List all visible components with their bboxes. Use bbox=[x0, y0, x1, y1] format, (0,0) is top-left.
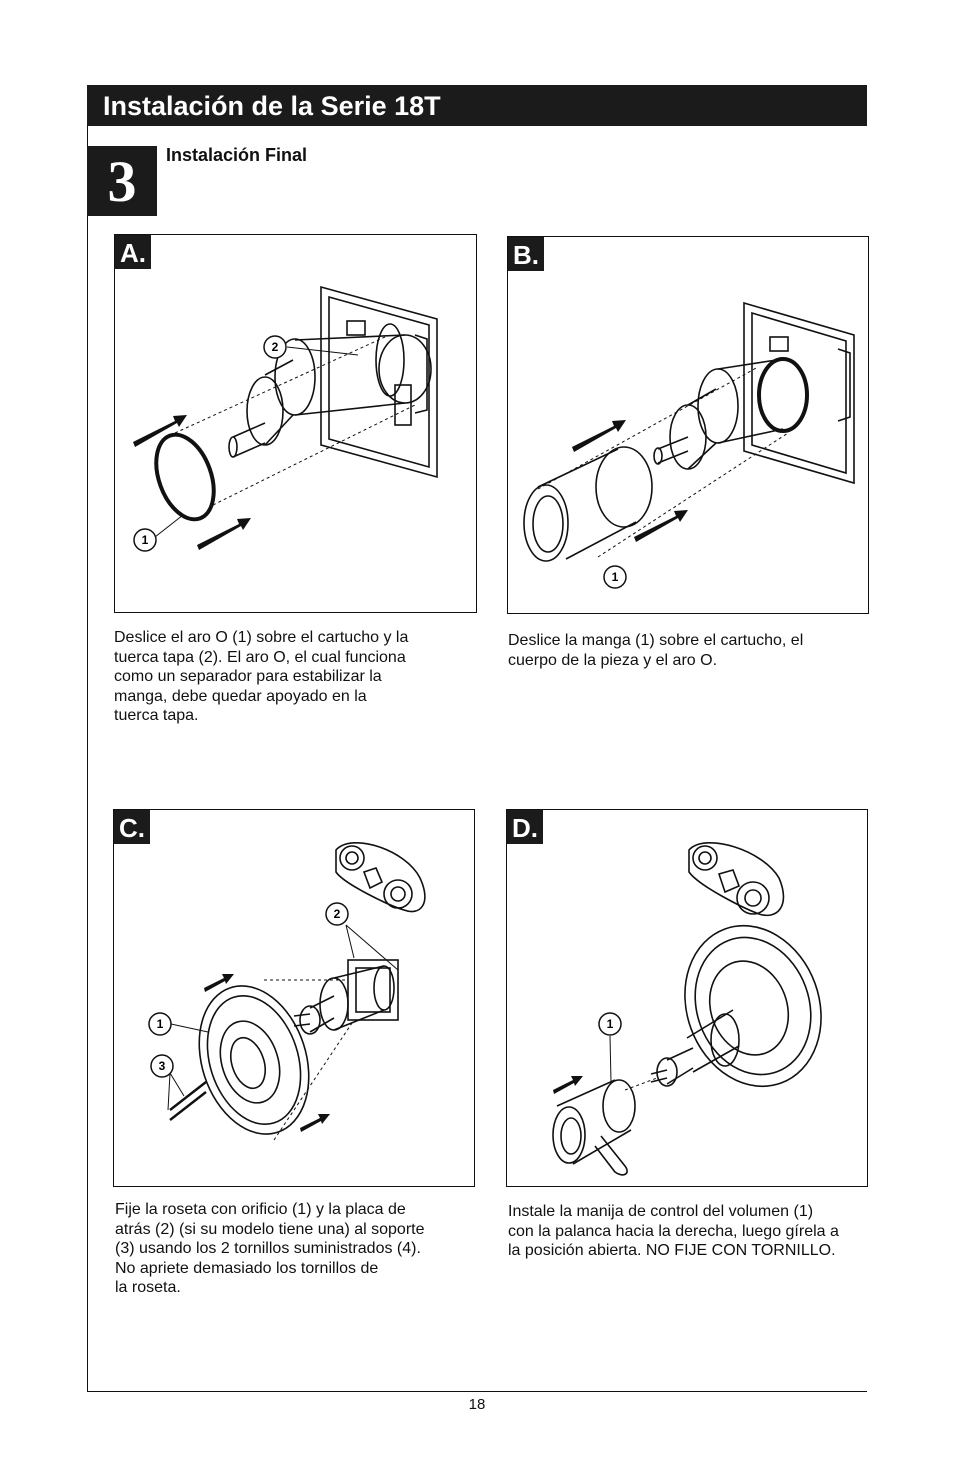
panel-b-illustration: 1 bbox=[523, 301, 855, 589]
panel-a: 2 1 A. bbox=[114, 234, 477, 613]
page-number: 18 bbox=[468, 1396, 486, 1413]
panel-b-callout-1: 1 bbox=[612, 570, 619, 584]
panel-b-caption: Deslice la manga (1) sobre el cartucho, … bbox=[508, 632, 804, 669]
panel-c-illustration: 2 1 3 bbox=[148, 841, 426, 1141]
panel-c: 2 1 3 C. bbox=[113, 809, 475, 1187]
panel-c-label: C. bbox=[114, 810, 150, 844]
panel-d-caption: Instale la manija de control del volumen… bbox=[508, 1203, 839, 1259]
panel-c-callout-2: 2 bbox=[334, 907, 341, 921]
panel-d-callout-1: 1 bbox=[607, 1017, 614, 1031]
panel-a-callout-2: 2 bbox=[272, 340, 279, 354]
panel-b-label: B. bbox=[508, 237, 544, 271]
panel-c-callout-3: 3 bbox=[159, 1059, 166, 1073]
page-title: Instalación de la Serie 18T bbox=[87, 85, 867, 126]
panel-a-caption: Deslice el aro O (1) sobre el cartucho y… bbox=[114, 629, 409, 724]
panel-a-callout-1: 1 bbox=[142, 533, 149, 547]
panel-c-caption: Fije la roseta con orificio (1) y la pla… bbox=[115, 1201, 425, 1296]
step-title: Instalación Final bbox=[166, 145, 308, 165]
panel-c-callout-1: 1 bbox=[157, 1017, 164, 1031]
panel-d-illustration: 1 bbox=[552, 841, 822, 1176]
panel-a-label: A. bbox=[115, 235, 151, 269]
step-number: 3 bbox=[87, 146, 157, 216]
panel-d-label: D. bbox=[507, 810, 543, 844]
panel-a-illustration: 2 1 bbox=[133, 285, 438, 552]
panel-b: 1 B. bbox=[507, 236, 869, 614]
left-rule bbox=[87, 126, 88, 1392]
panel-d: 1 D. bbox=[506, 809, 868, 1187]
bottom-rule bbox=[87, 1391, 867, 1392]
